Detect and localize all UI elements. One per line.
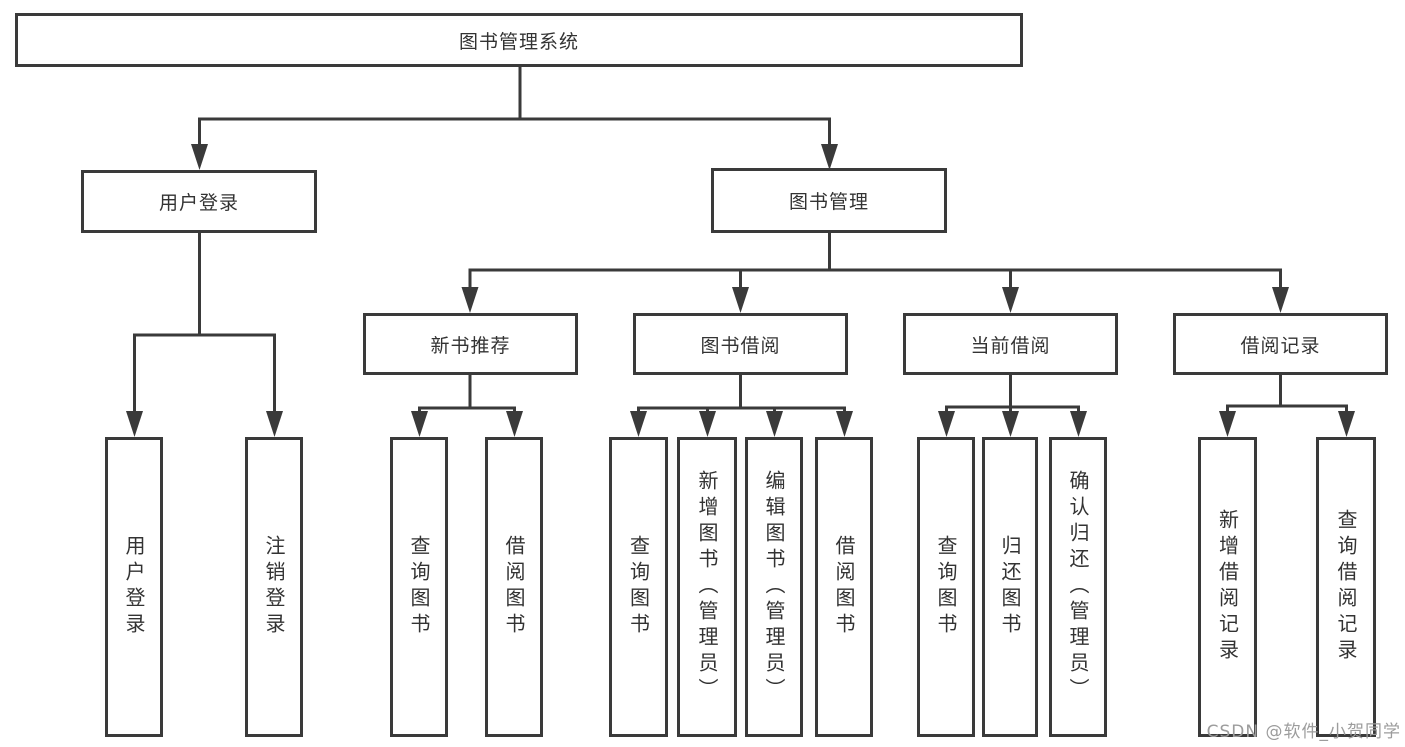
node-book-management: 图书管理 <box>711 168 947 233</box>
leaf-current-return: 归还图书 <box>982 437 1038 737</box>
leaf-record-add: 新增借阅记录 <box>1198 437 1257 737</box>
node-book-borrow: 图书借阅 <box>633 313 848 375</box>
leaf-borrow-add-label: 新增图书（管理员） <box>695 470 719 704</box>
node-new-book-recommend-label: 新书推荐 <box>430 334 511 357</box>
leaf-newbook-query-label: 查询图书 <box>407 535 431 639</box>
node-book-management-label: 图书管理 <box>788 191 869 213</box>
leaf-newbook-borrow-label: 借阅图书 <box>502 535 526 639</box>
node-book-borrow-label: 图书借阅 <box>700 334 781 357</box>
node-borrow-record: 借阅记录 <box>1173 313 1388 375</box>
leaf-record-query: 查询借阅记录 <box>1316 437 1376 737</box>
node-root: 图书管理系统 <box>15 13 1023 67</box>
leaf-record-query-label: 查询借阅记录 <box>1334 509 1358 665</box>
leaf-borrow-edit: 编辑图书（管理员） <box>745 437 803 737</box>
node-current-borrow-label: 当前借阅 <box>970 334 1051 357</box>
leaf-logout: 注销登录 <box>245 437 303 737</box>
leaf-borrow-borrow-label: 借阅图书 <box>832 535 856 639</box>
leaf-borrow-borrow: 借阅图书 <box>815 437 873 737</box>
node-root-label: 图书管理系统 <box>458 30 579 53</box>
leaf-newbook-borrow: 借阅图书 <box>485 437 543 737</box>
leaf-user-login: 用户登录 <box>105 437 163 737</box>
leaf-borrow-edit-label: 编辑图书（管理员） <box>762 470 786 704</box>
node-user-login-label: 用户登录 <box>158 192 239 214</box>
leaf-logout-label: 注销登录 <box>262 535 286 639</box>
leaf-borrow-add: 新增图书（管理员） <box>677 437 737 737</box>
leaf-current-return-label: 归还图书 <box>998 535 1022 639</box>
node-borrow-record-label: 借阅记录 <box>1240 334 1321 357</box>
node-user-login: 用户登录 <box>81 170 317 233</box>
leaf-newbook-query: 查询图书 <box>390 437 448 737</box>
leaf-borrow-query: 查询图书 <box>609 437 668 737</box>
leaf-current-confirm: 确认归还（管理员） <box>1049 437 1107 737</box>
leaf-record-add-label: 新增借阅记录 <box>1215 509 1240 665</box>
leaf-current-query-label: 查询图书 <box>934 535 958 639</box>
leaf-user-login-label: 用户登录 <box>122 535 146 639</box>
leaf-borrow-query-label: 查询图书 <box>626 535 651 639</box>
watermark: CSDN @软件_小贺同学 <box>1206 722 1401 742</box>
arrowheads <box>126 144 1355 437</box>
leaf-current-confirm-label: 确认归还（管理员） <box>1066 470 1090 704</box>
node-current-borrow: 当前借阅 <box>903 313 1118 375</box>
node-new-book-recommend: 新书推荐 <box>363 313 578 375</box>
leaf-current-query: 查询图书 <box>917 437 975 737</box>
